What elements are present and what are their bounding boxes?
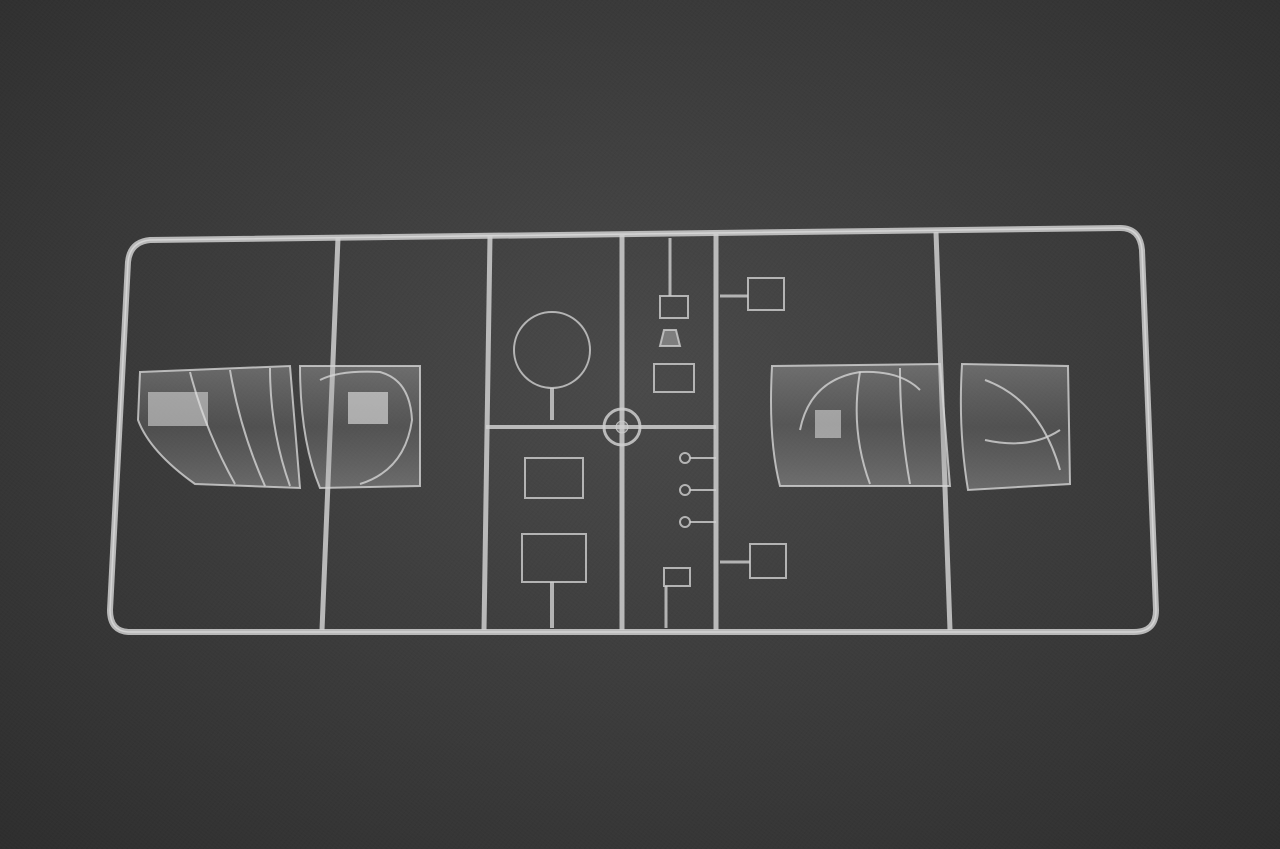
small-parts [513, 238, 787, 628]
right-canopy-part [770, 362, 1072, 492]
left-canopy-part [136, 364, 421, 490]
